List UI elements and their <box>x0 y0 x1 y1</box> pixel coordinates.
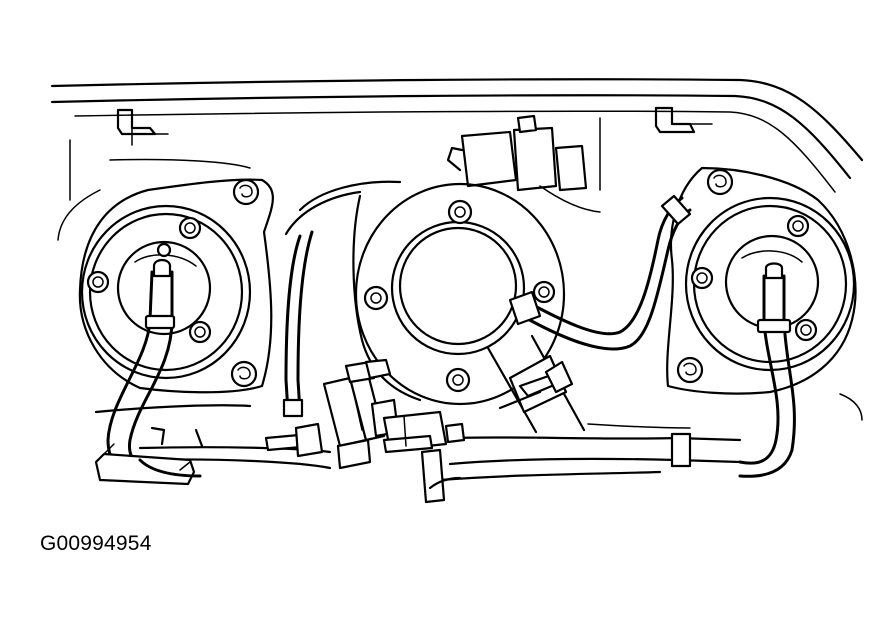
center-sender-unit <box>286 182 564 404</box>
right-pump-flange <box>667 168 855 394</box>
figure-id-label: G00994954 <box>40 532 152 555</box>
bottom-hose-stubs <box>140 460 460 488</box>
filler-pipe <box>488 336 584 432</box>
wire-connector <box>448 116 600 212</box>
top-bracket-right <box>656 108 712 132</box>
vent-hose-center-right <box>510 196 690 349</box>
top-bracket-left <box>118 110 168 145</box>
bottom-cross-lines <box>96 394 862 480</box>
vsv-valve-assembly <box>266 360 464 502</box>
left-vent-hose <box>284 232 312 416</box>
body-panel-lines <box>52 79 862 240</box>
left-pump-flange <box>80 180 273 393</box>
right-pump-hose <box>740 264 794 477</box>
bottom-left-bracket <box>96 428 202 484</box>
